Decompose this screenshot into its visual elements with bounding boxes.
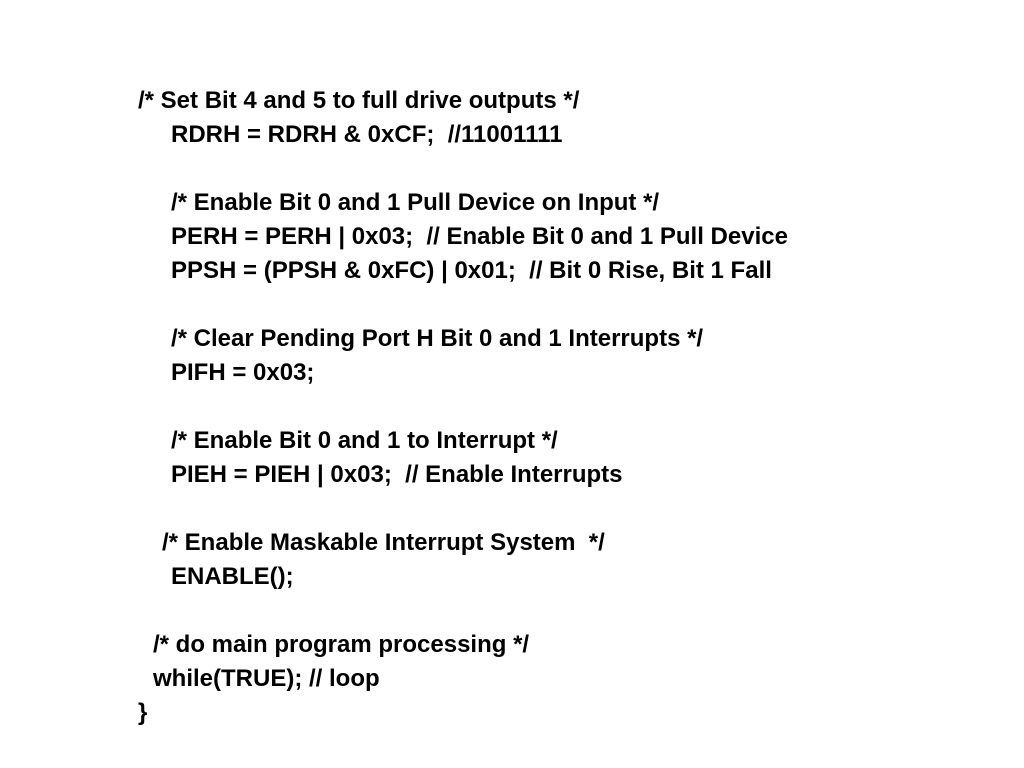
code-comment-maskable: /* Enable Maskable Interrupt System */	[162, 529, 605, 556]
code-perh-assign: PERH = PERH | 0x03; // Enable Bit 0 and …	[171, 223, 788, 250]
code-pifh-assign: PIFH = 0x03;	[171, 359, 315, 386]
code-enable-call: ENABLE();	[171, 563, 294, 590]
code-comment-pull-device: /* Enable Bit 0 and 1 Pull Device on Inp…	[171, 189, 660, 216]
code-comment-full-drive: /* Set Bit 4 and 5 to full drive outputs…	[138, 87, 580, 114]
code-while-loop: while(TRUE); // loop	[153, 665, 380, 692]
code-comment-main-processing: /* do main program processing */	[153, 631, 530, 658]
code-closing-brace: }	[138, 699, 148, 726]
code-comment-clear-pending: /* Clear Pending Port H Bit 0 and 1 Inte…	[171, 325, 704, 352]
code-rdrh-assign: RDRH = RDRH & 0xCF; //11001111	[171, 121, 563, 148]
code-pieh-assign: PIEH = PIEH | 0x03; // Enable Interrupts	[171, 461, 623, 488]
code-comment-enable-interrupt: /* Enable Bit 0 and 1 to Interrupt */	[171, 427, 558, 454]
code-ppsh-assign: PPSH = (PPSH & 0xFC) | 0x01; // Bit 0 Ri…	[171, 257, 772, 284]
